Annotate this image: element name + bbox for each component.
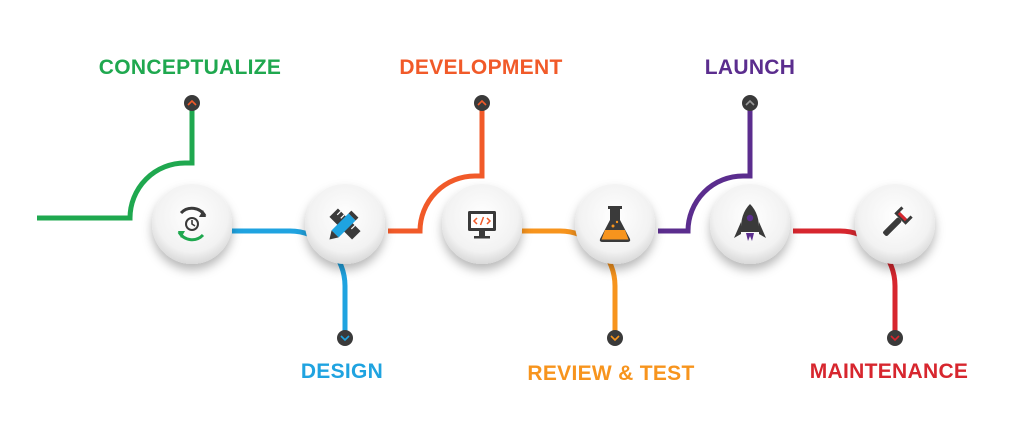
node-conceptualize [184,95,200,111]
connector-launch [658,104,753,234]
label-launch: LAUNCH [704,56,796,79]
wrench-icon [883,206,913,236]
label-review-test: REVIEW & TEST [527,362,695,385]
node-maintenance [887,330,903,346]
node-development [474,95,490,111]
connector-conceptualize [37,104,195,221]
cycle-icon [177,206,207,242]
label-maintenance: MAINTENANCE [809,360,969,383]
node-review [607,330,623,346]
label-development: DEVELOPMENT [399,56,563,79]
label-design: DESIGN [300,360,384,383]
rocket-icon [734,204,766,241]
connector-development [388,104,485,234]
flask-icon [599,206,631,242]
node-design [337,330,353,346]
label-conceptualize: CONCEPTUALIZE [98,56,282,79]
code-monitor-icon [468,211,496,239]
node-launch [742,95,758,111]
pencil-ruler-icon [329,208,361,240]
